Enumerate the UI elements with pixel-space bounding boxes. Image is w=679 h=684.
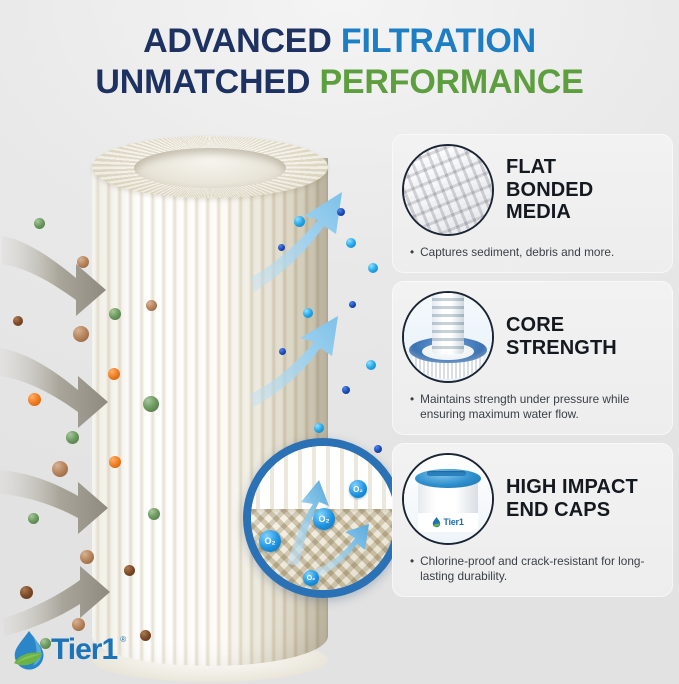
particle-green [34,218,45,229]
particle-bluedk [342,386,350,394]
end-cap-graphic: Tier1 [404,454,492,543]
particle-orange [109,456,121,468]
card-flat-bonded-media[interactable]: FLAT BONDED MEDIA • Captures sediment, d… [392,134,673,273]
bullet-dot-icon: • [410,553,415,568]
particle-brown [146,300,157,311]
end-cap-slot [426,470,466,476]
card-bullet: • Captures sediment, debris and more. [410,245,661,261]
cartridge-center-hole [134,148,286,188]
headline-line-2: UNMATCHED PERFORMANCE [0,65,679,99]
particle-bluedk [337,208,345,216]
end-cap-brand-text: Tier1 [443,517,464,528]
particle-bluelt [314,423,324,433]
high-impact-end-caps-icon: Tier1 [402,452,494,545]
card-bullet-text: Chlorine-proof and crack-resistant for l… [420,553,645,584]
card-header: FLAT BONDED MEDIA [402,144,663,236]
o2-badge: O₂ [303,570,319,586]
headline-word-performance: PERFORMANCE [319,63,584,101]
card-bullet: • Chlorine-proof and crack-resistant for… [410,554,661,585]
card-title: FLAT BONDED MEDIA [506,156,593,224]
particle-brown [80,550,94,564]
particle-green [148,508,160,520]
particle-green [28,513,39,524]
particle-brown [52,461,68,477]
tier1-logo: Tier1 ® [12,630,126,670]
flat-bonded-media-icon [402,144,494,236]
woven-media-texture [404,146,492,234]
bullet-dot-icon: • [410,391,415,406]
core-ribbed-tube [432,292,464,355]
headline-word-filtration: FILTRATION [340,22,536,60]
particle-dbrown [124,565,135,576]
particle-bluedk [279,348,286,355]
particle-bluelt [303,308,313,318]
particle-bluelt [346,238,356,248]
particle-bluedk [349,301,356,308]
card-title-line: HIGH IMPACT [506,475,638,498]
end-cap-brand-label: Tier1 [418,512,478,533]
particle-green [66,431,79,444]
particle-green [40,638,51,649]
particle-green [143,396,159,412]
particle-green [109,308,121,320]
o2-badge-field: O₂ O₂ O₂ O₂ [251,446,395,590]
card-bullet-text: Captures sediment, debris and more. [420,245,615,259]
o2-badge: O₂ [313,508,335,530]
particle-bluelt [368,263,378,273]
registered-mark: ® [120,635,126,644]
particle-brown [73,326,89,342]
card-title-line: MEDIA [506,201,571,224]
particle-orange [108,368,120,380]
cartridge-top-rim [92,136,328,198]
card-title-line: END CAPS [506,498,611,521]
filter-core-graphic [404,292,492,381]
card-high-impact-end-caps[interactable]: Tier1 HIGH IMPACT END CAPS • Chlorine-pr… [392,442,673,597]
particle-field [0,118,400,684]
bullet-dot-icon: • [410,245,415,259]
o2-badge: O₂ [349,480,367,498]
card-title-line: BONDED [506,178,594,201]
tier1-drop-leaf-icon [14,631,44,670]
tier1-drop-icon [433,516,441,528]
headline: ADVANCED FILTRATION UNMATCHED PERFORMANC… [0,24,679,99]
card-core-strength[interactable]: CORE STRENGTH • Maintains strength under… [392,280,673,435]
magnifier-circle: O₂ O₂ O₂ O₂ [243,438,403,598]
headline-word-advanced: ADVANCED [143,22,332,60]
o2-badge: O₂ [259,530,281,552]
particle-bluelt [294,216,305,227]
card-title-line: CORE [506,313,565,336]
card-bullet: • Maintains strength under pressure whil… [410,392,661,423]
particle-dbrown [13,316,23,326]
particle-orange [28,393,41,406]
particle-brown [77,256,89,268]
filter-illustration: O₂ O₂ O₂ O₂ [0,118,403,684]
card-title-line: FLAT [506,155,557,178]
feature-cards: FLAT BONDED MEDIA • Captures sediment, d… [392,134,673,597]
particle-dbrown [140,630,151,641]
particle-bluedk [278,244,285,251]
card-title: CORE STRENGTH [506,314,617,360]
headline-line-1: ADVANCED FILTRATION [0,24,679,58]
headline-word-unmatched: UNMATCHED [95,63,311,101]
tier1-wordmark: Tier1 ® [51,633,126,667]
magnified-flow-arrows [287,480,369,578]
card-title: HIGH IMPACT END CAPS [506,476,638,522]
card-header: CORE STRENGTH [402,290,663,383]
particle-dbrown [20,586,33,599]
card-header: Tier1 HIGH IMPACT END CAPS [402,452,663,545]
inflow-arrows [0,236,110,636]
particle-brown [72,618,85,631]
card-title-line: STRENGTH [506,336,617,359]
particle-bluelt [366,360,376,370]
tier1-wordmark-text: Tier1 [51,633,118,666]
core-strength-icon [402,290,494,383]
card-bullet-text: Maintains strength under pressure while … [420,391,630,422]
